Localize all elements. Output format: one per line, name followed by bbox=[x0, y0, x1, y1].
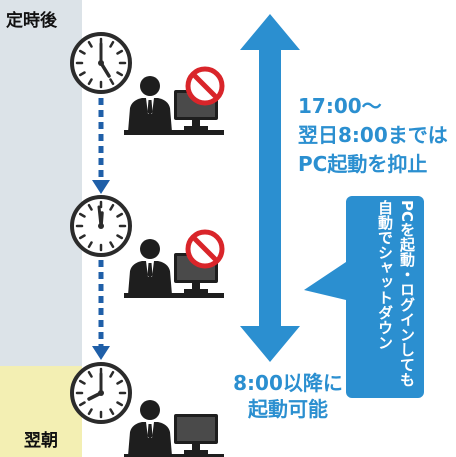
clock-icon bbox=[70, 32, 132, 94]
allowed-line: 8:00以降に bbox=[233, 371, 343, 395]
next-morning-band bbox=[0, 366, 82, 457]
allowed-note: 8:00以降に 起動可能 bbox=[218, 370, 358, 422]
person-at-pc-icon bbox=[124, 400, 224, 457]
down-arrow-icon bbox=[92, 346, 110, 360]
after-hours-band bbox=[0, 0, 82, 366]
restriction-note: 17:00～ 翌日8:00までは PC起動を抑止 bbox=[298, 92, 448, 179]
after-hours-label: 定時後 bbox=[6, 11, 57, 31]
prohibited-icon bbox=[188, 232, 222, 266]
timeline-arrow-1 bbox=[92, 98, 110, 194]
restriction-line: 翌日8:00までは bbox=[298, 123, 448, 147]
prohibited-icon bbox=[188, 69, 222, 103]
callout-text: PCを起動・ログインしても自動でシャットダウン bbox=[376, 200, 416, 388]
next-morning-label: 翌朝 bbox=[24, 431, 58, 451]
timeline-arrow-2 bbox=[92, 260, 110, 360]
callout-pointer bbox=[304, 262, 346, 300]
restriction-line: 17:00～ bbox=[298, 94, 382, 118]
double-arrow-icon bbox=[240, 14, 300, 362]
down-arrow-icon bbox=[92, 180, 110, 194]
callout-bubble bbox=[346, 196, 424, 398]
clock-icon bbox=[70, 195, 132, 257]
clock-icon bbox=[70, 362, 132, 424]
allowed-line: 起動可能 bbox=[248, 397, 328, 421]
restriction-line: PC起動を抑止 bbox=[298, 152, 428, 176]
